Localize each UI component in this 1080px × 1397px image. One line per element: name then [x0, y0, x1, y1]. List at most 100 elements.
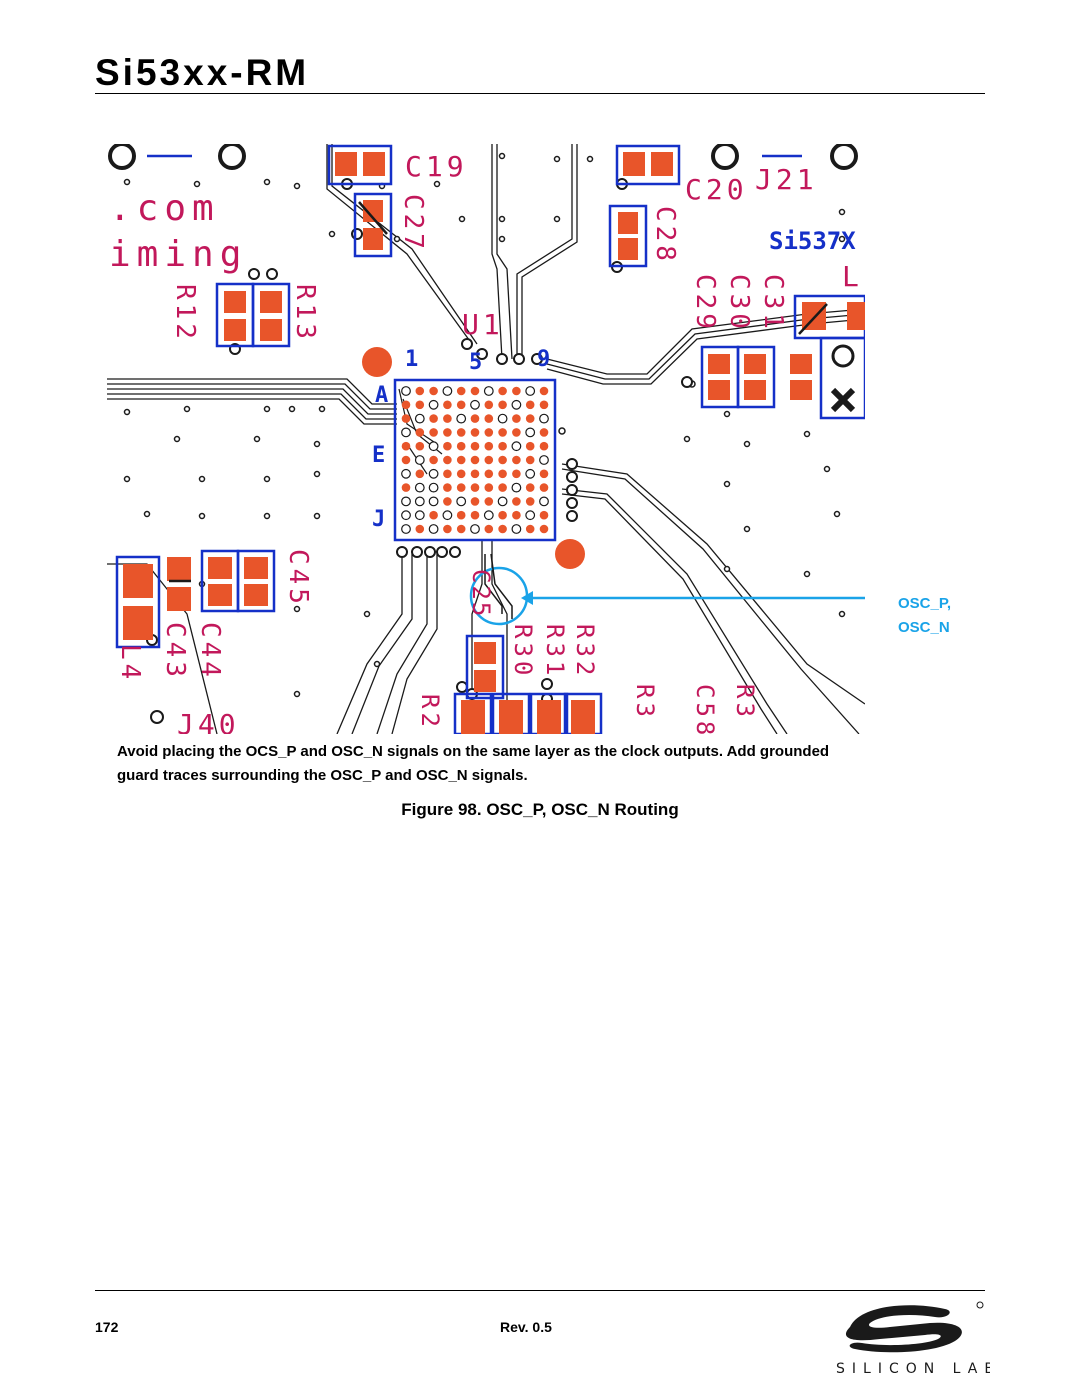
bga-ball — [539, 386, 549, 396]
silk-row-e: E — [372, 443, 385, 468]
silk-r13: R13 — [290, 284, 320, 343]
bga-ball — [511, 399, 522, 410]
trace-bundle-left — [107, 378, 397, 425]
bga-ball — [414, 482, 425, 493]
bga-ball — [428, 524, 439, 534]
bga-ball — [512, 386, 521, 396]
silk-c45: C45 — [283, 549, 313, 608]
bga-ball — [470, 469, 480, 479]
bga-ball — [401, 441, 411, 451]
bga-ball — [443, 414, 452, 423]
silk-j40: J40 — [177, 708, 240, 734]
silk-row-a: A — [375, 383, 388, 408]
title-rule — [95, 93, 985, 94]
bga-ball — [456, 469, 466, 479]
bga-ball — [498, 428, 507, 437]
bga-ball — [483, 386, 494, 396]
silk-pin1: 1 — [405, 347, 418, 372]
silk-r3: R3 — [631, 684, 659, 721]
callout-line-1: OSC_P, — [898, 595, 952, 612]
bga-ball — [428, 482, 439, 493]
bga-ball — [401, 483, 411, 492]
silk-row-j: J — [372, 507, 385, 532]
silk-c30: C30 — [724, 274, 754, 333]
bga-ball — [415, 386, 425, 396]
silk-r12: R12 — [170, 284, 200, 343]
bga-ball — [497, 413, 508, 424]
silk-c25: C25 — [467, 569, 495, 618]
bga-ball — [443, 497, 452, 506]
bga-ball — [470, 399, 480, 410]
trace-bundle-right — [546, 308, 865, 734]
bga-ball — [498, 400, 507, 410]
bga-ball — [512, 414, 521, 423]
bga-ball — [428, 399, 439, 410]
bga-ball — [456, 428, 466, 437]
silk-u1: U1 — [462, 308, 504, 341]
bga-ball — [442, 386, 453, 396]
bga-ball — [525, 427, 536, 438]
callout-line-2: OSC_N — [898, 619, 950, 636]
bga-ball — [401, 496, 411, 507]
bga-ball — [428, 496, 439, 507]
bga-ball — [484, 483, 494, 492]
bga-ball — [415, 428, 425, 437]
page-number: 172 — [95, 1319, 119, 1335]
bga-ball — [525, 386, 536, 396]
bga-ball — [470, 497, 480, 506]
bga-ball — [470, 455, 480, 465]
bga-outline — [393, 378, 557, 542]
bga-ball — [470, 524, 480, 534]
bga-ball — [539, 496, 549, 507]
footer-rule — [95, 1290, 985, 1291]
silk-r31: R31 — [541, 624, 569, 679]
bga-ball — [456, 441, 466, 451]
bga-ball — [443, 483, 452, 492]
silk-pin9: 9 — [537, 347, 550, 372]
silk-r33: R3 — [731, 684, 759, 721]
silk-c27: C27 — [398, 194, 428, 253]
bga-ball — [539, 400, 549, 410]
figure-note: Avoid placing the OCS_P and OSC_N signal… — [117, 743, 830, 784]
silk-c44: C44 — [195, 622, 225, 681]
bga-ball — [525, 497, 535, 506]
bga-ball — [456, 524, 466, 534]
bga-ball — [429, 510, 438, 520]
bga-ball — [443, 441, 452, 451]
silk-r30: R30 — [509, 624, 537, 679]
bga-ball — [525, 414, 535, 423]
bga-ball — [470, 386, 480, 396]
bga-ball — [456, 386, 466, 396]
logo-mark-icon — [845, 1305, 962, 1353]
bga-ball — [443, 469, 452, 479]
bga-ball — [415, 524, 425, 534]
bga-ball — [483, 510, 494, 521]
bga-ball — [442, 510, 453, 521]
bga-ball — [484, 455, 494, 465]
bga-ball — [443, 455, 452, 465]
figure-caption: Figure 98. OSC_P, OSC_N Routing — [401, 800, 679, 819]
bga-ball — [539, 455, 549, 465]
bga-ball — [428, 441, 439, 452]
pcb-layout-figure: .com iming C19 C20 J21 U1 J40 L C27 C28 … — [107, 144, 865, 734]
bga-balls — [401, 386, 549, 534]
bga-ball — [429, 414, 438, 423]
bga-ball — [456, 400, 466, 410]
silk-l4: L4 — [115, 644, 145, 683]
bga-ball — [401, 524, 411, 534]
bga-ball — [414, 413, 425, 424]
bga-ball — [414, 455, 425, 465]
bga-ball — [484, 414, 494, 423]
connector-pin — [830, 344, 856, 413]
silk-c29: C29 — [690, 274, 720, 333]
bga-ball — [511, 441, 522, 452]
bga-ball — [484, 441, 494, 451]
bga-ball — [539, 428, 549, 437]
osc-callout-label: OSC_P, OSC_N — [898, 592, 951, 640]
bga-ball — [539, 441, 549, 451]
bga-ball — [497, 496, 508, 507]
bga-ball — [525, 510, 536, 521]
bga-ball — [539, 483, 549, 492]
bga-ball — [414, 496, 425, 507]
bga-ball — [429, 455, 438, 465]
